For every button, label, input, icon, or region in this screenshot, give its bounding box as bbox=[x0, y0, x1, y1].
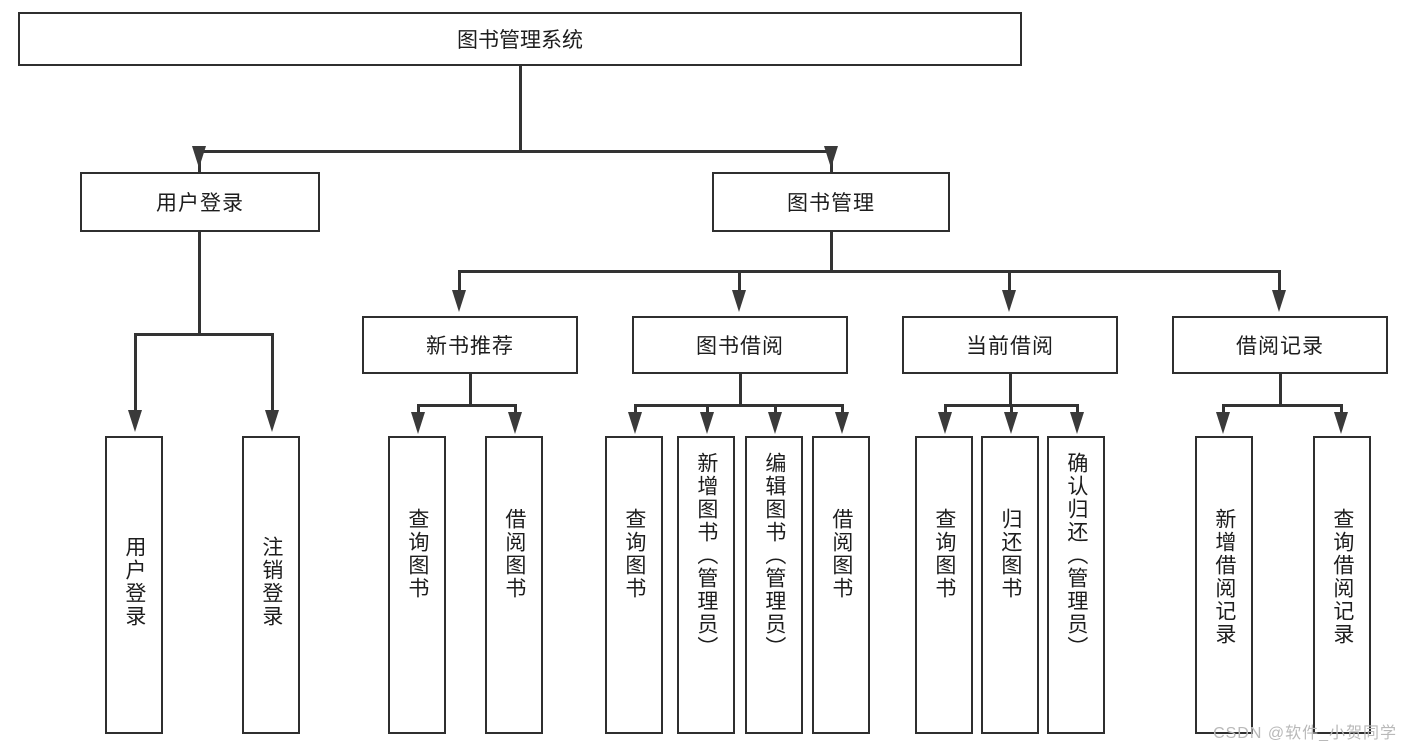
connector-to-borrow-record bbox=[1278, 270, 1281, 294]
arrowhead-bb-leaf4 bbox=[835, 412, 849, 434]
arrowhead-cb-leaf3 bbox=[1070, 412, 1084, 434]
node-label: 图书管理系统 bbox=[457, 29, 583, 52]
leaf-label: 查询图书 bbox=[932, 508, 956, 600]
leaf-label: 查询借阅记录 bbox=[1330, 508, 1354, 646]
leaf-query-borrow-record[interactable]: 查询借阅记录 bbox=[1313, 436, 1371, 734]
leaf-label: 新增图书（管理员） bbox=[694, 452, 718, 659]
leaf-query-book-bb[interactable]: 查询图书 bbox=[605, 436, 663, 734]
connector-to-new-book bbox=[458, 270, 461, 294]
connector-borrow-record-bar bbox=[1222, 404, 1342, 407]
leaf-label: 查询图书 bbox=[405, 508, 429, 600]
leaf-label: 注销登录 bbox=[259, 536, 283, 628]
leaf-add-borrow-record[interactable]: 新增借阅记录 bbox=[1195, 436, 1253, 734]
connector-root-bar bbox=[198, 150, 832, 153]
leaf-label: 查询图书 bbox=[622, 508, 646, 600]
arrowhead-cb-leaf1 bbox=[938, 412, 952, 434]
arrowhead-nb-leaf2 bbox=[508, 412, 522, 434]
arrowhead-current-borrow bbox=[1002, 290, 1016, 312]
leaf-borrow-book-nb[interactable]: 借阅图书 bbox=[485, 436, 543, 734]
connector-to-current-borrow bbox=[1008, 270, 1011, 294]
connector-root-stem bbox=[519, 66, 522, 152]
leaf-borrow-book-bb[interactable]: 借阅图书 bbox=[812, 436, 870, 734]
node-user-login[interactable]: 用户登录 bbox=[80, 172, 320, 232]
node-new-book-recommend[interactable]: 新书推荐 bbox=[362, 316, 578, 374]
arrowhead-bb-leaf2 bbox=[700, 412, 714, 434]
connector-current-borrow-stem bbox=[1009, 374, 1012, 406]
arrowhead-cb-leaf2 bbox=[1004, 412, 1018, 434]
connector-book-borrow-stem bbox=[739, 374, 742, 406]
leaf-label: 归还图书 bbox=[998, 508, 1022, 600]
leaf-label: 新增借阅记录 bbox=[1212, 508, 1236, 646]
leaf-label: 确认归还（管理员） bbox=[1064, 452, 1088, 659]
leaf-label: 借阅图书 bbox=[502, 508, 526, 600]
node-book-management[interactable]: 图书管理 bbox=[712, 172, 950, 232]
arrowhead-nb-leaf1 bbox=[411, 412, 425, 434]
connector-to-book-borrow bbox=[738, 270, 741, 294]
arrowhead-user-login bbox=[192, 146, 206, 168]
leaf-add-book-admin[interactable]: 新增图书（管理员） bbox=[677, 436, 735, 734]
connector-new-book-bar bbox=[417, 404, 515, 407]
arrowhead-book-manage bbox=[824, 146, 838, 168]
leaf-confirm-return-admin[interactable]: 确认归还（管理员） bbox=[1047, 436, 1105, 734]
arrowhead-br-leaf1 bbox=[1216, 412, 1230, 434]
connector-user-login-leaf1 bbox=[134, 333, 137, 411]
node-borrow-record[interactable]: 借阅记录 bbox=[1172, 316, 1388, 374]
arrowhead-new-book bbox=[452, 290, 466, 312]
node-label: 新书推荐 bbox=[426, 335, 514, 358]
connector-new-book-stem bbox=[469, 374, 472, 406]
arrowhead-borrow-record bbox=[1272, 290, 1286, 312]
leaf-query-book-nb[interactable]: 查询图书 bbox=[388, 436, 446, 734]
leaf-return-book[interactable]: 归还图书 bbox=[981, 436, 1039, 734]
arrowhead-leaf-logout bbox=[265, 410, 279, 432]
arrowhead-book-borrow bbox=[732, 290, 746, 312]
leaf-label: 借阅图书 bbox=[829, 508, 853, 600]
arrowhead-br-leaf2 bbox=[1334, 412, 1348, 434]
node-label: 图书借阅 bbox=[696, 335, 784, 358]
arrowhead-bb-leaf1 bbox=[628, 412, 642, 434]
connector-user-login-stem bbox=[198, 232, 201, 335]
node-label: 借阅记录 bbox=[1236, 335, 1324, 358]
leaf-edit-book-admin[interactable]: 编辑图书（管理员） bbox=[745, 436, 803, 734]
arrowhead-leaf-user-login bbox=[128, 410, 142, 432]
connector-book-manage-stem bbox=[830, 232, 833, 272]
node-label: 用户登录 bbox=[156, 192, 244, 215]
node-label: 当前借阅 bbox=[966, 335, 1054, 358]
connector-book-borrow-bar bbox=[634, 404, 842, 407]
leaf-label: 编辑图书（管理员） bbox=[762, 452, 786, 659]
node-book-borrow[interactable]: 图书借阅 bbox=[632, 316, 848, 374]
node-root-system[interactable]: 图书管理系统 bbox=[18, 12, 1022, 66]
arrowhead-bb-leaf3 bbox=[768, 412, 782, 434]
leaf-logout-login[interactable]: 注销登录 bbox=[242, 436, 300, 734]
connector-user-login-leaf2 bbox=[271, 333, 274, 411]
node-label: 图书管理 bbox=[787, 192, 875, 215]
node-current-borrow[interactable]: 当前借阅 bbox=[902, 316, 1118, 374]
leaf-user-login[interactable]: 用户登录 bbox=[105, 436, 163, 734]
connector-book-manage-bar bbox=[458, 270, 1280, 273]
connector-user-login-bar bbox=[134, 333, 274, 336]
leaf-query-book-cb[interactable]: 查询图书 bbox=[915, 436, 973, 734]
connector-borrow-record-stem bbox=[1279, 374, 1282, 406]
leaf-label: 用户登录 bbox=[122, 536, 146, 628]
